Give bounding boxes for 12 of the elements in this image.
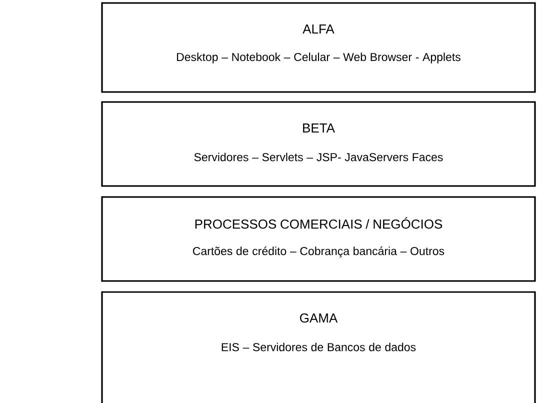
layer-box — [101, 101, 536, 187]
layer-box — [101, 291, 536, 403]
layer-box — [101, 196, 536, 282]
layer-description: Desktop – Notebook – Celular – Web Browser - Applets — [177, 52, 460, 64]
layer-description: Cartões de crédito – Cobrança bancária – Outros — [193, 246, 444, 258]
layer-heading: PROCESSOS COMERCIAIS / NEGÓCIOS — [195, 217, 442, 229]
layer-description: EIS – Servidores de Bancos de dados — [222, 342, 416, 352]
layer-heading: GAMA — [300, 313, 338, 323]
layer-description: Servidores – Servlets – JSP- JavaServers Faces — [194, 152, 443, 162]
layer-heading: BETA — [303, 124, 335, 132]
layer-box — [101, 2, 536, 93]
layer-heading: ALFA — [302, 24, 334, 34]
